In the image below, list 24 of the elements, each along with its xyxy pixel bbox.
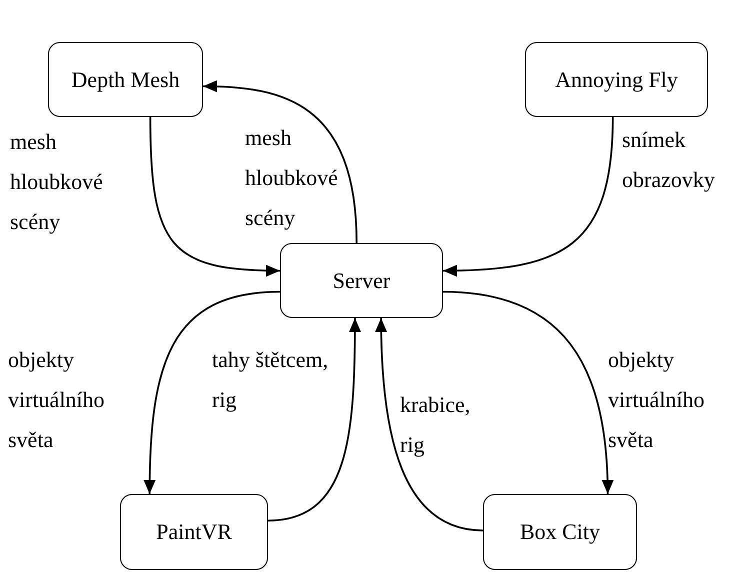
- arrow: [268, 318, 361, 522]
- node-box: [483, 494, 637, 570]
- arrow: [202, 80, 358, 244]
- arrow: [375, 318, 484, 532]
- arrow: [442, 290, 614, 494]
- node-box: [48, 42, 203, 117]
- node-label: Annoying Fly: [555, 66, 678, 94]
- edge-label: mesh hloubkové scény: [10, 128, 104, 236]
- edge-label: tahy štětcem, rig: [212, 346, 330, 414]
- node-box: [280, 243, 443, 318]
- edge-label: mesh hloubkové scény: [245, 124, 339, 232]
- arrow: [149, 116, 280, 276]
- node-label: PaintVR: [156, 518, 232, 546]
- node-label: Depth Mesh: [71, 66, 180, 94]
- node-label: Server: [332, 266, 390, 294]
- node-box: [525, 42, 708, 117]
- arrow: [144, 290, 280, 494]
- edge-label: snímek obrazovky: [622, 126, 716, 194]
- edge-label: objekty virtuálního světa: [608, 346, 706, 454]
- node-box: [120, 494, 268, 570]
- arrow: [442, 116, 614, 276]
- edge-label: objekty virtuálního světa: [8, 346, 106, 454]
- node-label: Box City: [520, 518, 600, 546]
- edge-label: krabice, rig: [400, 391, 472, 459]
